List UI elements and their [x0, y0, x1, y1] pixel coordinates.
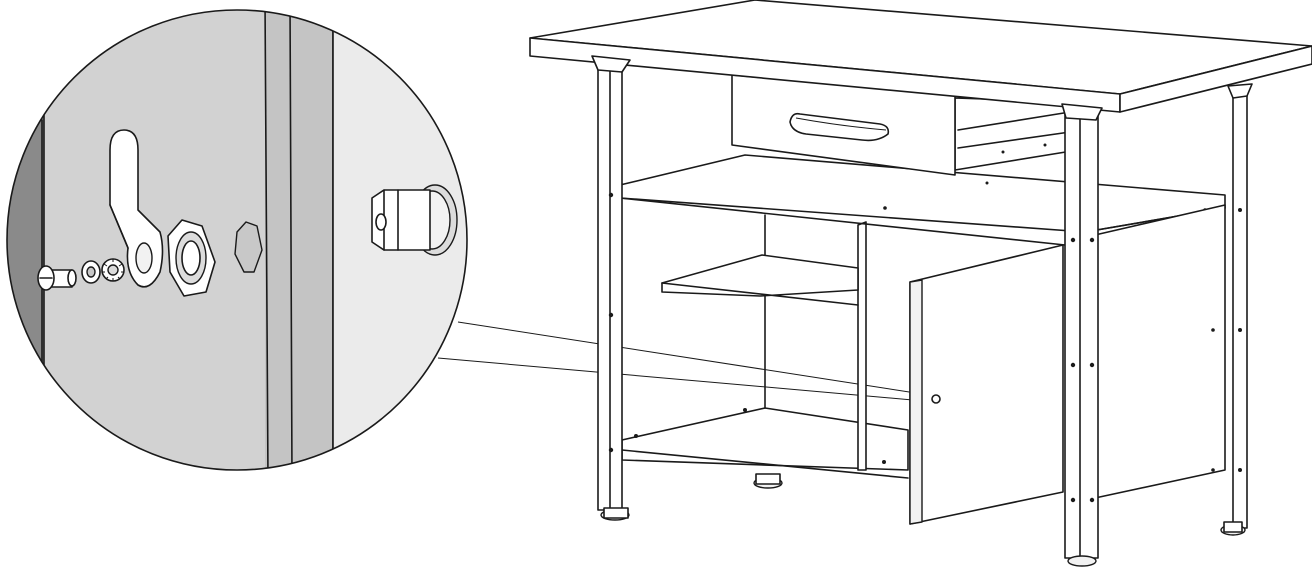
detail-circle-border [6, 9, 468, 471]
screw [37, 265, 77, 291]
drawer-handle [789, 112, 890, 142]
star-washer [101, 258, 125, 282]
drawer [731, 74, 956, 176]
drawer-rails [954, 97, 1079, 185]
hex-nut [167, 219, 216, 297]
cabinet-side [1094, 204, 1226, 499]
center-foot [753, 473, 783, 489]
lock-cylinder [371, 184, 458, 256]
front-right-leg [1064, 111, 1099, 567]
lock-hole [234, 221, 263, 273]
front-left-leg [597, 61, 630, 521]
door-edge-strip [265, 10, 333, 470]
door-lock-hole [931, 394, 941, 404]
workbench [529, 0, 1312, 567]
detail-callout [7, 10, 467, 470]
back-leg-screws [1238, 208, 1242, 472]
cabinet-door [909, 244, 1064, 525]
bottom-shelf-screws [634, 408, 886, 464]
middle-shelf [661, 254, 859, 306]
center-partition [857, 221, 867, 471]
table-top [529, 0, 1312, 113]
callout-leader-lines [437, 321, 936, 403]
flat-washer [81, 260, 101, 284]
cam-lever [109, 129, 164, 288]
leg-brackets [591, 55, 1253, 121]
